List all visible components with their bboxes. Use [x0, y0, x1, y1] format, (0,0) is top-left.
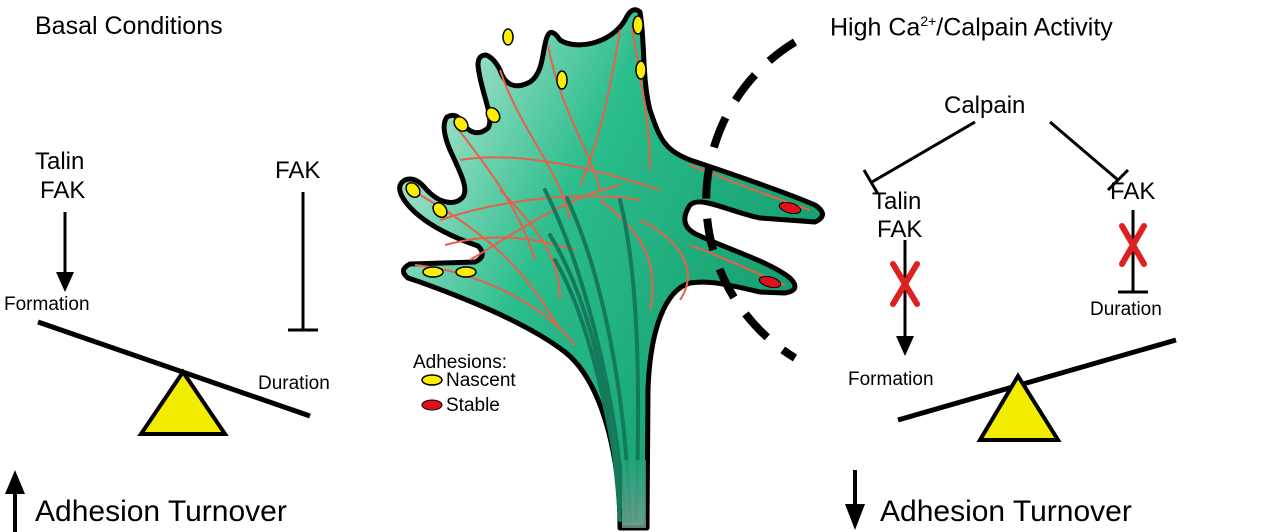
adhesion-turnover-label: Adhesion Turnover [880, 495, 1132, 528]
fulcrum-triangle-right [976, 372, 1062, 442]
title-text: High Ca [830, 13, 921, 42]
formation-label: Formation [848, 369, 934, 390]
seesaw-beam-right [897, 337, 1177, 423]
title-superscript: 2+ [920, 13, 937, 29]
legend-stable-swatch [421, 399, 443, 411]
title-text: /Calpain Activity [936, 13, 1113, 42]
fak-label: FAK [275, 157, 321, 184]
blocked-x-icon [1119, 223, 1147, 267]
basal-conditions-title: Basal Conditions [35, 12, 223, 40]
fak-label: FAK [40, 177, 86, 204]
adhesion-turnover-label: Adhesion Turnover [35, 495, 287, 528]
calpain-inhibit-talin-line [862, 120, 976, 195]
fak-duration-inhibition-line [1118, 210, 1148, 294]
calpain-inhibit-fak-line [1049, 120, 1130, 192]
legend-title: Adhesions: [413, 352, 508, 373]
talin-label: Talin [872, 188, 922, 215]
legend-nascent-label: Nascent [446, 370, 516, 391]
cell-body [397, 7, 825, 531]
fak-inhibition-line [288, 192, 318, 332]
fak-label: FAK [877, 216, 923, 243]
cell-illustration [397, 7, 825, 531]
legend-stable-label: Stable [446, 395, 500, 416]
fak-label: FAK [1110, 178, 1156, 205]
cell-stem [622, 460, 646, 528]
calpain-label: Calpain [944, 92, 1026, 119]
actin-filaments [411, 24, 811, 346]
nascent-adhesions [405, 15, 647, 278]
formation-label: Formation [4, 294, 90, 315]
duration-label: Duration [258, 373, 330, 394]
up-arrow-icon [5, 470, 25, 532]
talin-fak-formation-arrow [896, 240, 914, 356]
blocked-x-icon [890, 261, 920, 307]
talin-label: Talin [35, 148, 85, 175]
fulcrum-triangle-left [137, 368, 229, 436]
down-arrow-icon [845, 470, 865, 530]
talin-fak-activation-arrow [56, 212, 74, 292]
stable-adhesions [758, 201, 802, 289]
seesaw-beam-left [37, 319, 311, 419]
zoom-region-dashed-arc [702, 38, 798, 362]
duration-label: Duration [1090, 299, 1162, 320]
high-calcium-title: High Ca2+/Calpain Activity [830, 14, 1113, 40]
legend-nascent-swatch [421, 374, 443, 386]
